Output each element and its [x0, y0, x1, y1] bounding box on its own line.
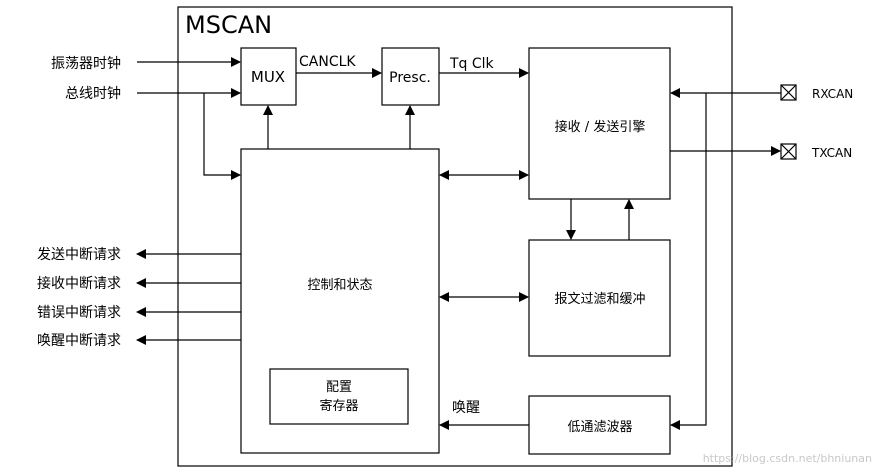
- rx-tx-engine-label: 接收 / 发送引擎: [555, 119, 646, 135]
- txcan-label: TXCAN: [811, 146, 852, 160]
- rx-tx-engine-block: [528, 47, 671, 200]
- mscan-title: MSCAN: [185, 11, 272, 39]
- bus-clock-label: 总线时钟: [65, 85, 121, 102]
- message-filter-label: 报文过滤和缓冲: [554, 292, 645, 307]
- wakeup-label: 唤醒: [452, 399, 480, 416]
- tx-irq-label: 发送中断请求: [37, 247, 121, 263]
- tqclk-label: Tq Clk: [449, 56, 495, 72]
- canclk-label: CANCLK: [299, 54, 356, 70]
- config-register-block: [269, 368, 409, 425]
- config-register-label-2: 寄存器: [319, 398, 358, 414]
- rxcan-label: RXCAN: [812, 87, 853, 101]
- config-register-label-1: 配置: [326, 380, 352, 395]
- rxcan-pin-icon: [780, 84, 797, 101]
- wake-irq-label: 唤醒中断请求: [37, 332, 121, 349]
- watermark: https://blog.csdn.net/bhniunan: [703, 452, 872, 465]
- message-filter-block: [528, 239, 671, 357]
- mux-label: MUX: [251, 68, 285, 86]
- bus-clock-branch-line: [203, 93, 241, 180]
- txcan-pin-icon: [780, 143, 797, 160]
- control-status-label: 控制和状态: [307, 278, 372, 293]
- rxcan-to-lowpass-line: [670, 93, 707, 430]
- prescaler-label: Presc.: [389, 70, 431, 86]
- prescaler-block: [381, 47, 440, 106]
- low-pass-filter-label: 低通滤波器: [567, 420, 632, 435]
- err-irq-label: 错误中断请求: [37, 305, 121, 321]
- rx-irq-label: 接收中断请求: [37, 275, 121, 292]
- low-pass-filter-block: [528, 395, 671, 455]
- mux-block: [240, 47, 297, 106]
- osc-clock-label: 振荡器时钟: [51, 55, 121, 72]
